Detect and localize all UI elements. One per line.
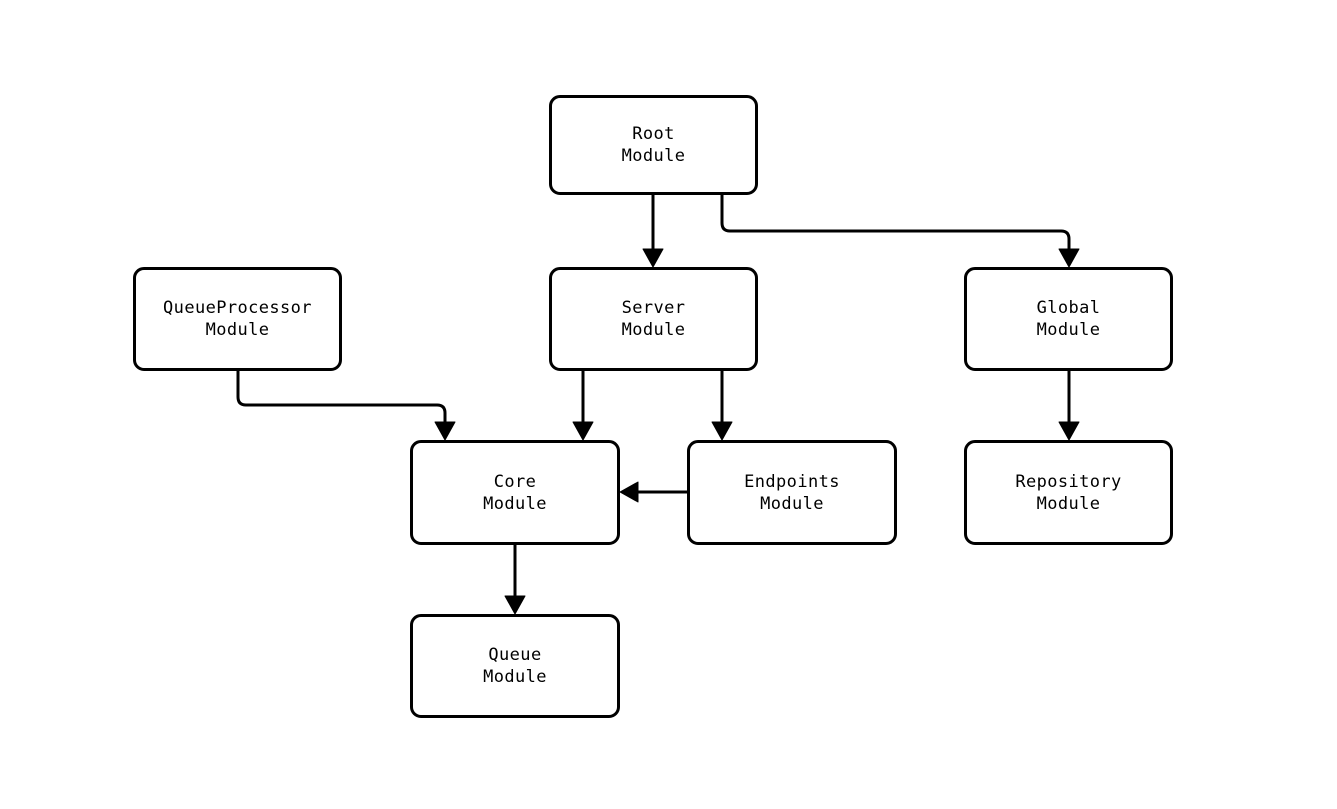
node-root-module[interactable]: Root Module <box>549 95 758 195</box>
edge-root-to-global <box>720 195 1080 268</box>
node-repository-module-line2: Module <box>1036 493 1101 514</box>
edge-core-to-queue <box>504 545 526 615</box>
edge-endpoints-to-core <box>619 481 687 503</box>
edge-global-to-repository <box>1058 371 1080 441</box>
node-repository-module-line1: Repository <box>1015 471 1122 492</box>
node-core-module[interactable]: Core Module <box>410 440 620 545</box>
edge-root-to-server <box>642 195 664 268</box>
node-server-module-line2: Module <box>621 320 686 340</box>
node-endpoints-module-line2: Module <box>760 493 824 514</box>
node-root-module-line2: Module <box>621 146 686 166</box>
node-global-module[interactable]: Global Module <box>964 267 1173 371</box>
node-queueprocessor-module[interactable]: QueueProcessor Module <box>133 267 342 371</box>
node-endpoints-module-line1: Endpoints <box>744 471 840 492</box>
node-server-module[interactable]: Server Module <box>549 267 758 371</box>
node-queue-module[interactable]: Queue Module <box>410 614 620 718</box>
node-repository-module[interactable]: Repository Module <box>964 440 1173 545</box>
node-core-module-line1: Core <box>493 471 537 492</box>
edge-queueprocessor-to-core <box>236 371 456 441</box>
node-core-module-line2: Module <box>483 493 547 514</box>
node-queueprocessor-module-line1: QueueProcessor <box>163 298 312 318</box>
node-endpoints-module[interactable]: Endpoints Module <box>687 440 897 545</box>
node-global-module-line2: Module <box>1036 320 1101 340</box>
node-queue-module-line1: Queue <box>488 645 542 665</box>
node-global-module-line1: Global <box>1036 298 1101 318</box>
node-queue-module-line2: Module <box>483 667 547 687</box>
edge-server-to-endpoints <box>711 371 733 441</box>
node-server-module-line1: Server <box>621 298 686 318</box>
edge-server-to-core <box>572 371 594 441</box>
node-root-module-line1: Root <box>632 124 675 144</box>
node-queueprocessor-module-line2: Module <box>205 320 270 340</box>
